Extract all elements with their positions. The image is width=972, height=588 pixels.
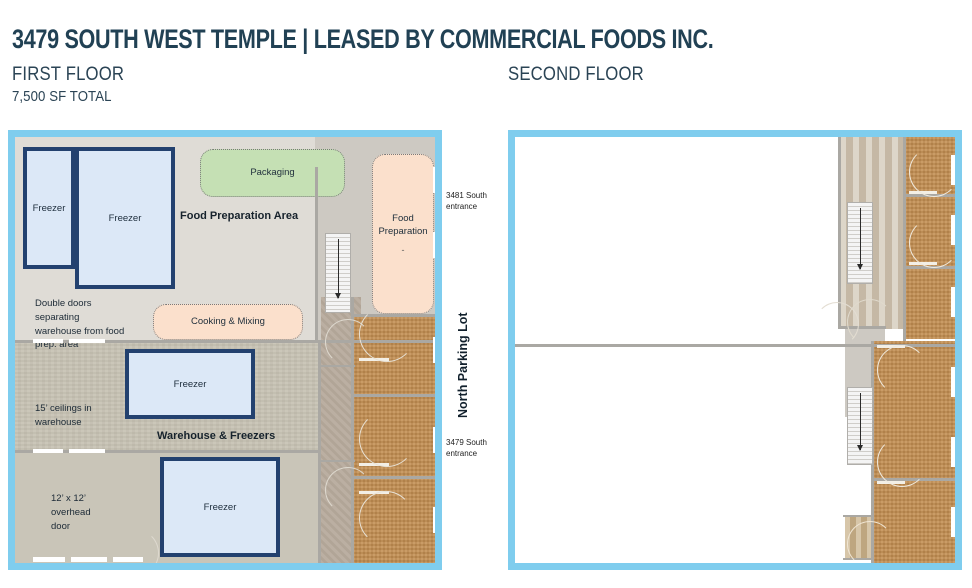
second-floor-window-3 xyxy=(951,287,955,317)
freezer-label: Freezer xyxy=(32,202,66,214)
wall-vest-1 xyxy=(321,365,355,367)
wall-brown-rooms-left xyxy=(351,297,354,563)
window-mark-3 xyxy=(433,337,435,363)
wall-warehouse-divider xyxy=(15,340,435,343)
second-floor-corridor-left-wall xyxy=(838,137,841,329)
first-floor-heading: FIRST FLOOR xyxy=(12,64,125,85)
zone-label: Food Preparation xyxy=(378,212,428,237)
door-opening-warehouse-a xyxy=(33,339,63,343)
second-floor-window-1 xyxy=(951,155,955,185)
second-floor-plan xyxy=(508,130,962,570)
second-floor-window-4 xyxy=(951,367,955,397)
entrance-3481-label: 3481 South entrance xyxy=(446,191,487,212)
second-floor-door-4 xyxy=(877,437,927,487)
door-opening-lower-a xyxy=(33,449,63,453)
door-swing-overhead xyxy=(111,529,159,563)
label-warehouse-freezers: Warehouse & Freezers xyxy=(157,430,276,442)
stair-direction-arrow xyxy=(335,238,341,300)
freezer-upper-left-large: Freezer xyxy=(75,147,175,289)
first-floor-square-footage: 7,500 SF TOTAL xyxy=(12,88,112,105)
window-mark-2 xyxy=(433,232,435,258)
overhead-door-opening-a xyxy=(33,557,65,562)
stairs-first-floor xyxy=(325,233,351,313)
door-swing-brown-2 xyxy=(359,411,415,467)
zone-cooking-mixing: Cooking & Mixing xyxy=(153,304,303,340)
overhead-door-opening-b xyxy=(71,557,107,562)
page-header: 3479 SOUTH WEST TEMPLE | LEASED BY COMME… xyxy=(0,0,972,120)
entrance-3479-label: 3479 South entrance xyxy=(446,438,487,459)
window-mark-4 xyxy=(433,427,435,453)
note-ceilings: 15’ ceilings in warehouse xyxy=(35,403,92,428)
door-swing-brown-3 xyxy=(359,491,413,545)
wall-corridor-left-lower xyxy=(318,342,321,563)
second-floor-room-3 xyxy=(905,269,955,339)
freezer-label: Freezer xyxy=(203,501,237,513)
door-opening-warehouse-b xyxy=(69,339,105,343)
page-title: 3479 SOUTH WEST TEMPLE | LEASED BY COMME… xyxy=(12,24,714,54)
second-floor-door-west-upper xyxy=(815,302,859,346)
door-swing-vestibule-lower xyxy=(325,467,371,513)
second-floor-door-landing xyxy=(847,521,893,563)
second-floor-mid-wall xyxy=(515,344,955,347)
wall-lower-divider xyxy=(15,450,321,453)
zone-sublabel: - xyxy=(401,245,405,256)
stair-direction-arrow xyxy=(857,392,863,452)
door-opening-lower-b xyxy=(69,449,105,453)
second-floor-heading: SECOND FLOOR xyxy=(508,64,644,85)
door-swing-vestibule-upper xyxy=(325,319,371,365)
second-floor-window-2 xyxy=(951,215,955,245)
freezer-warehouse-upper: Freezer xyxy=(125,349,255,419)
zone-label: Packaging xyxy=(250,166,295,178)
note-double-doors: Double doors separating warehouse from f… xyxy=(35,298,125,351)
note-overhead-door: 12’ x 12’ overhead door xyxy=(51,493,91,532)
second-floor-room-div-upper xyxy=(903,137,906,341)
north-parking-lot-label: North Parking Lot xyxy=(456,312,470,418)
second-floor-door-1 xyxy=(909,147,955,197)
zone-packaging: Packaging xyxy=(200,149,345,197)
wall-brown-2-3 xyxy=(353,476,435,479)
second-floor-door-2 xyxy=(909,218,955,268)
label-food-preparation-area: Food Preparation Area xyxy=(180,210,299,222)
second-floor-landing-wall xyxy=(843,515,873,517)
wall-brown-1-2 xyxy=(353,394,435,397)
wall-vest-2 xyxy=(321,460,355,462)
second-floor-window-6 xyxy=(951,507,955,537)
zone-food-preparation: Food Preparation - xyxy=(372,154,434,314)
freezer-warehouse-lower: Freezer xyxy=(160,457,280,557)
first-floor-plan: Freezer Freezer Freezer Freezer Packagin… xyxy=(8,130,442,570)
window-mark-5 xyxy=(433,507,435,533)
wall-corridor-left-upper xyxy=(315,167,318,342)
second-floor-stairs-upper xyxy=(847,202,873,284)
second-floor-window-5 xyxy=(951,437,955,467)
second-floor-stairs-lower xyxy=(847,387,873,465)
stair-direction-arrow xyxy=(857,207,863,270)
window-mark-1 xyxy=(433,167,435,193)
freezer-label: Freezer xyxy=(108,212,142,224)
freezer-label: Freezer xyxy=(173,378,207,390)
second-floor-door-3 xyxy=(877,345,927,395)
freezer-upper-left-small: Freezer xyxy=(23,147,75,269)
zone-label: Cooking & Mixing xyxy=(191,315,265,327)
